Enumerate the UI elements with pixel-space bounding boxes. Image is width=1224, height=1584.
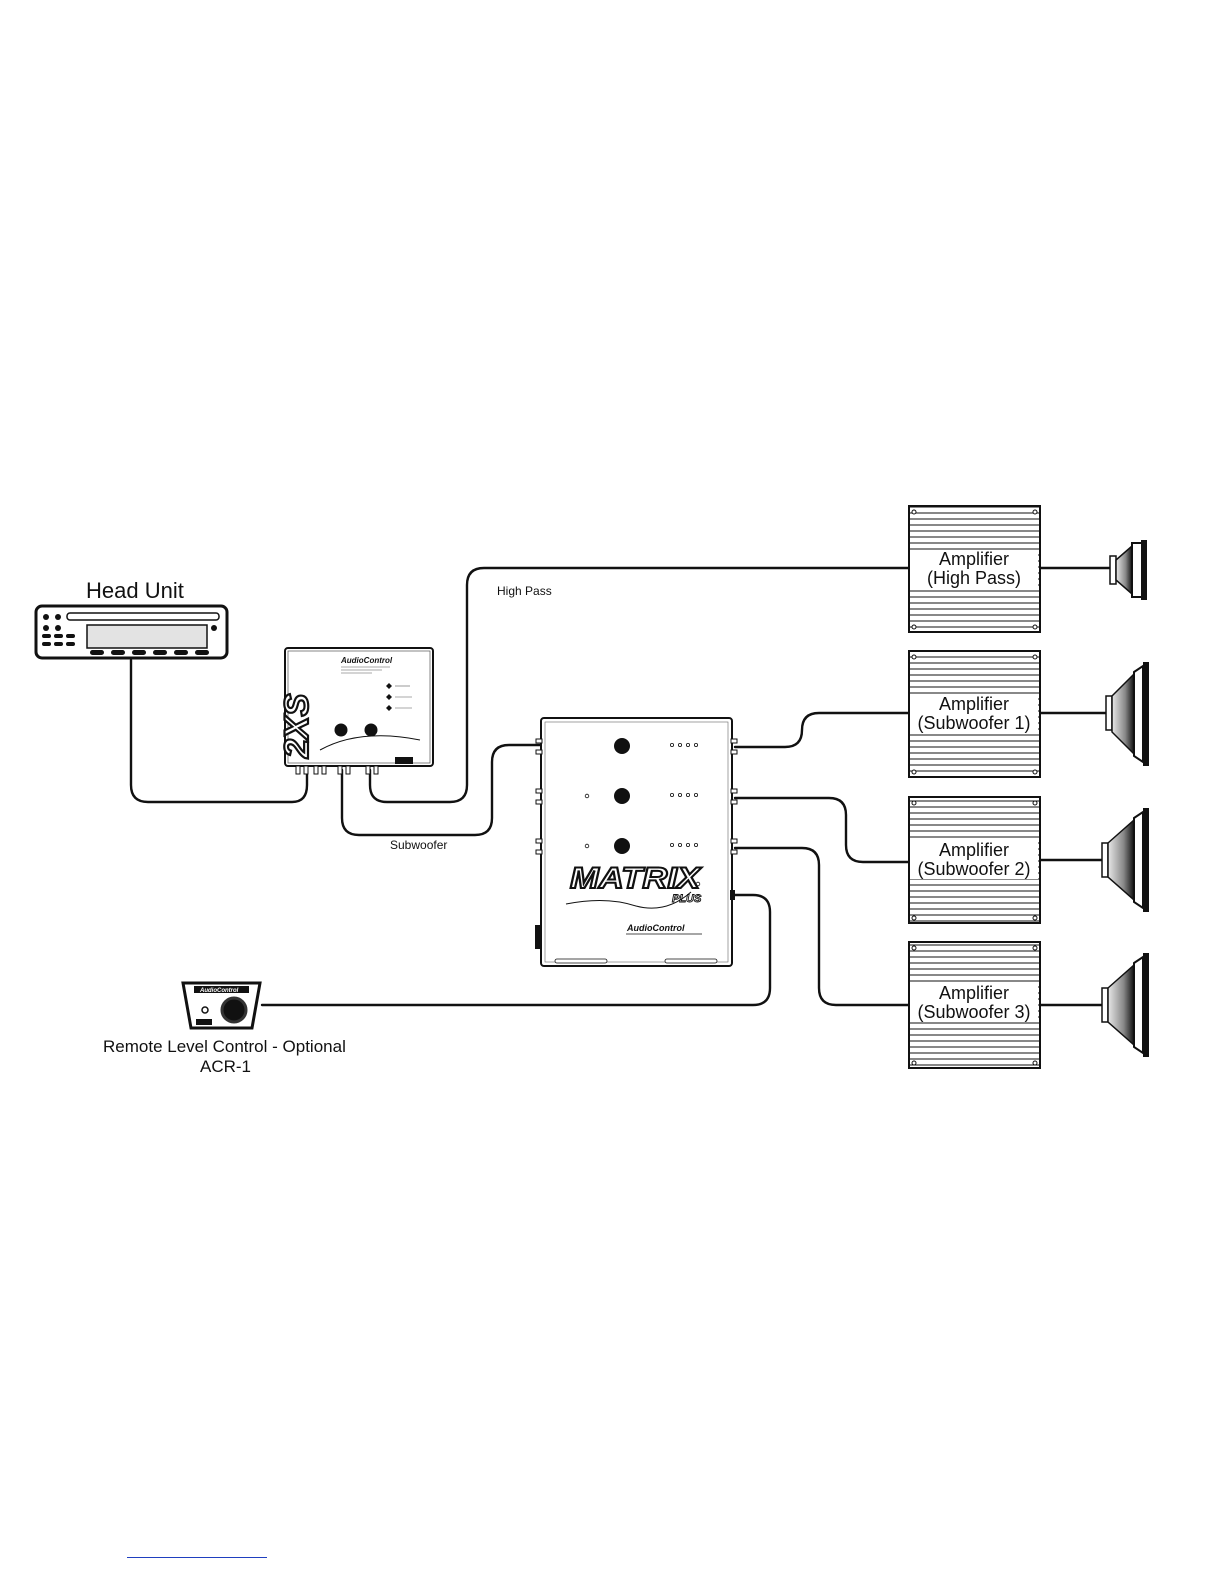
subwoofer-icon [1106,662,1149,766]
amplifier-label-line2: (Subwoofer 1) [910,714,1038,733]
matrix-plus-processor: MATRIX PLUS AudioControl [535,718,737,966]
cable-sub3 [735,848,908,1005]
crossover-brand-text: AudioControl [340,656,393,665]
amplifier-label-high-pass: Amplifier (High Pass) [910,550,1038,588]
amplifier-label-line1: Amplifier [910,695,1038,714]
subwoofer-label: Subwoofer [390,838,447,852]
amplifier-label-sub2: Amplifier (Subwoofer 2) [910,841,1038,879]
processor-model-text: MATRIX [570,862,702,895]
amplifier-label-sub1: Amplifier (Subwoofer 1) [910,695,1038,733]
amplifier-label-line2: (High Pass) [910,569,1038,588]
subwoofer-icon [1102,953,1149,1057]
remote-label-line1: Remote Level Control - Optional [103,1037,346,1057]
footer-rule [127,1557,267,1558]
amplifier-label-line2: (Subwoofer 2) [910,860,1038,879]
amplifier-label-sub3: Amplifier (Subwoofer 3) [910,984,1038,1022]
high-pass-label: High Pass [497,584,552,598]
crossover-model-text: 2XS [278,693,316,759]
head-unit [36,606,227,658]
cable-sub2 [735,798,908,862]
remote-brand-text: AudioControl [199,988,239,994]
remote-level-control: AudioControl [183,983,260,1028]
cable-sub1 [735,713,908,747]
remote-label-line2: ACR-1 [200,1057,251,1077]
crossover-2xs: 2XS AudioControl [278,648,433,774]
subwoofer-icon [1102,808,1149,912]
speaker-icon [1110,540,1147,600]
head-unit-label: Head Unit [86,578,184,604]
processor-brand-text: AudioControl [626,923,685,933]
amplifier-label-line1: Amplifier [910,550,1038,569]
amplifier-label-line1: Amplifier [910,841,1038,860]
amplifier-label-line2: (Subwoofer 3) [910,1003,1038,1022]
amplifier-label-line1: Amplifier [910,984,1038,1003]
